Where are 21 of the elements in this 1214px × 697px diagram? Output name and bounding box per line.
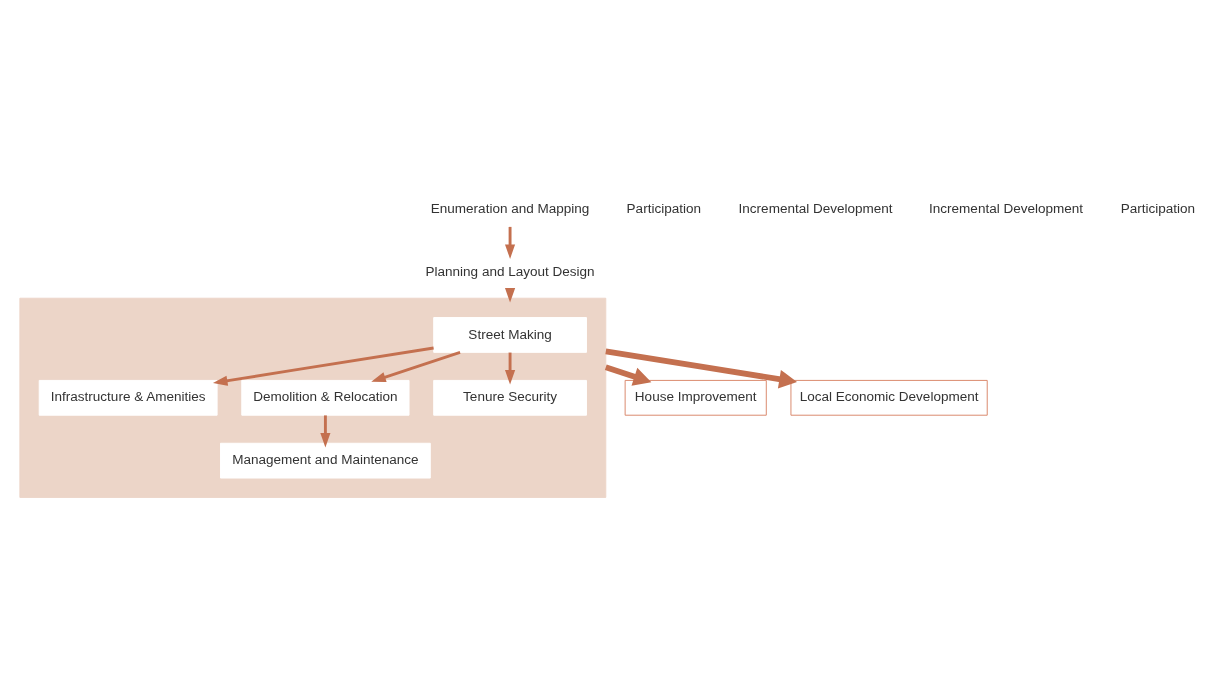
arrow [604,364,652,386]
cluster [19,297,607,498]
node-box: House Improvement [624,379,767,416]
node-text: Planning and Layout Design [425,263,595,279]
label: Participation [626,200,701,216]
node-box: Demolition & Relocation [241,379,410,416]
arrow [212,346,434,386]
node-box: Street Making [433,317,587,353]
node-text: Enumeration and Mapping [430,200,590,216]
node-box: Infrastructure & Amenities [38,379,218,416]
label: Incremental Development [929,200,1084,216]
label: Incremental Development [738,200,893,216]
node-box: Management and Maintenance [220,442,431,479]
arrow [605,348,797,389]
arrow [505,352,516,385]
node-box: Local Economic Development [790,379,988,416]
label: Participation [1120,200,1196,216]
node-box: Tenure Security [433,379,587,416]
arrow [320,415,331,448]
arrow [505,226,516,259]
arrow [371,351,461,382]
